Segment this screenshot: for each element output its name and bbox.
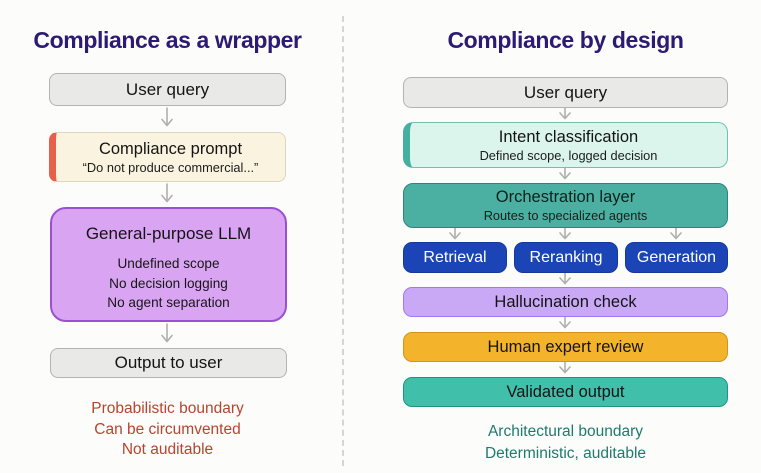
compliance-prompt-subtitle: “Do not produce commercial...” — [82, 159, 259, 175]
arrow-down-icon — [559, 362, 571, 374]
arrow-down-icon — [161, 107, 173, 127]
hallucination-check-box: Hallucination check — [403, 287, 728, 317]
footer-line: Probabilistic boundary — [91, 400, 244, 417]
column-divider — [342, 16, 344, 466]
arrow-down-icon — [449, 228, 461, 240]
wrapper-footer-note: Probabilistic boundary Can be circumvent… — [30, 399, 305, 461]
agent-label: Retrieval — [423, 248, 487, 266]
design-footer-note: Architectural boundary Deterministic, au… — [403, 421, 728, 464]
compliance-prompt-box: Compliance prompt “Do not produce commer… — [49, 132, 286, 182]
llm-detail-line: Undefined scope — [117, 256, 220, 271]
user-query-box-left: User query — [49, 73, 286, 106]
arrow-down-icon — [161, 183, 173, 203]
hallucination-check-label: Hallucination check — [494, 292, 637, 311]
agent-box-generation: Generation — [625, 242, 728, 273]
footer-line: Not auditable — [121, 441, 214, 458]
user-query-label-right: User query — [523, 82, 608, 102]
right-column-title: Compliance by design — [447, 27, 684, 53]
arrow-down-icon — [670, 228, 682, 240]
human-expert-review-label: Human expert review — [487, 337, 644, 356]
agent-label: Generation — [636, 248, 717, 266]
general-purpose-llm-box: General-purpose LLM Undefined scope No d… — [50, 207, 287, 322]
output-to-user-box: Output to user — [50, 348, 287, 378]
intent-title: Intent classification — [498, 127, 639, 146]
intent-subtitle: Defined scope, logged decision — [479, 147, 658, 163]
footer-line: Deterministic, auditable — [484, 444, 647, 462]
arrow-down-icon — [161, 323, 173, 343]
output-to-user-label: Output to user — [114, 353, 223, 372]
arrow-down-icon — [559, 168, 571, 180]
orchestration-layer-box: Orchestration layer Routes to specialize… — [403, 183, 728, 228]
agent-label: Reranking — [529, 248, 603, 266]
llm-title: General-purpose LLM — [85, 224, 252, 243]
arrow-down-icon — [559, 108, 571, 120]
user-query-box-right: User query — [403, 77, 728, 108]
llm-detail-line: No agent separation — [107, 295, 230, 310]
arrow-down-icon — [559, 228, 571, 240]
left-column-title: Compliance as a wrapper — [33, 27, 302, 53]
arrow-down-icon — [559, 317, 571, 329]
llm-detail-line: No decision logging — [109, 275, 228, 291]
agent-box-reranking: Reranking — [514, 242, 618, 273]
compliance-prompt-title: Compliance prompt — [98, 139, 243, 158]
agent-box-retrieval: Retrieval — [403, 242, 507, 273]
validated-output-box: Validated output — [403, 377, 728, 407]
intent-classification-box: Intent classification Defined scope, log… — [403, 122, 728, 168]
footer-line: Architectural boundary — [487, 423, 644, 440]
validated-output-label: Validated output — [506, 382, 625, 401]
user-query-label-left: User query — [125, 79, 210, 99]
arrow-down-icon — [559, 273, 571, 285]
footer-line: Can be circumvented — [94, 420, 241, 438]
orchestration-title: Orchestration layer — [495, 188, 636, 206]
human-expert-review-box: Human expert review — [403, 332, 728, 362]
orchestration-subtitle: Routes to specialized agents — [483, 208, 648, 223]
